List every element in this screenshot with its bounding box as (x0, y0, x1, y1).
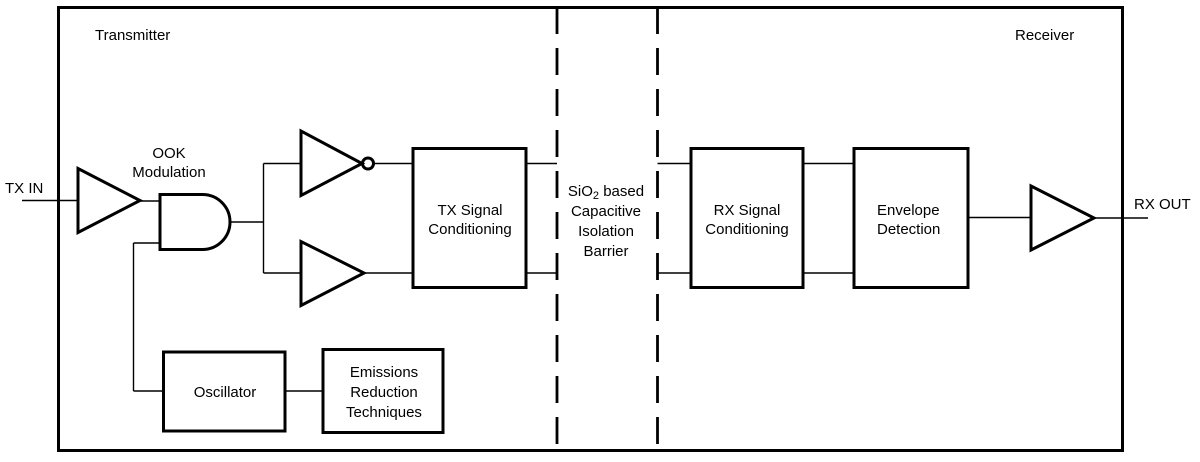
envelope-detection-label: Envelope Detection (877, 202, 940, 238)
svg-text:Conditioning: Conditioning (428, 221, 511, 238)
svg-text:TX Signal: TX Signal (437, 202, 502, 219)
oscillator-label: Oscillator (194, 384, 257, 401)
svg-text:Techniques: Techniques (346, 404, 422, 421)
oscillator-block (162, 350, 287, 433)
svg-text:Emissions: Emissions (350, 364, 418, 381)
rx-output-buffer (1029, 183, 1098, 253)
svg-text:OOK: OOK (152, 145, 185, 162)
svg-text:Conditioning: Conditioning (705, 221, 788, 238)
ook-modulation-label: OOK Modulation (132, 145, 205, 181)
svg-text:SiO2 based: SiO2 based (568, 183, 644, 202)
rx-signal-conditioning-label: RX Signal Conditioning (705, 202, 788, 238)
tx-signal-conditioning-label: TX Signal Conditioning (428, 202, 511, 238)
svg-text:Isolation: Isolation (578, 223, 634, 240)
envelope-detection-block (852, 147, 970, 289)
svg-text:Detection: Detection (877, 221, 940, 238)
svg-text:Reduction: Reduction (350, 384, 418, 401)
signal-wires (22, 162, 1148, 392)
tx-buffer (299, 239, 368, 308)
rx-signal-conditioning-block (689, 147, 805, 289)
svg-text:RX Signal: RX Signal (714, 202, 781, 219)
tx-in-label: TX IN (5, 180, 43, 197)
rx-out-label: RX OUT (1134, 196, 1191, 213)
svg-text:Capacitive: Capacitive (571, 203, 641, 220)
tx-inverter (299, 128, 366, 198)
tx-inverter-bubble (361, 156, 375, 171)
chip-boundary (57, 6, 1124, 452)
receiver-label: Receiver (1015, 27, 1074, 44)
ook-and-gate (158, 193, 232, 251)
tx-signal-conditioning-block (411, 147, 528, 289)
svg-text:Barrier: Barrier (583, 243, 628, 260)
emissions-reduction-block (321, 348, 445, 434)
emissions-reduction-label: Emissions Reduction Techniques (346, 364, 422, 421)
svg-text:Envelope: Envelope (877, 202, 940, 219)
transmitter-label: Transmitter (95, 27, 170, 44)
isolation-barrier-label: SiO2 based Capacitive Isolation Barrier (568, 183, 644, 260)
tx-input-buffer (76, 166, 144, 235)
svg-text:Modulation: Modulation (132, 164, 205, 181)
